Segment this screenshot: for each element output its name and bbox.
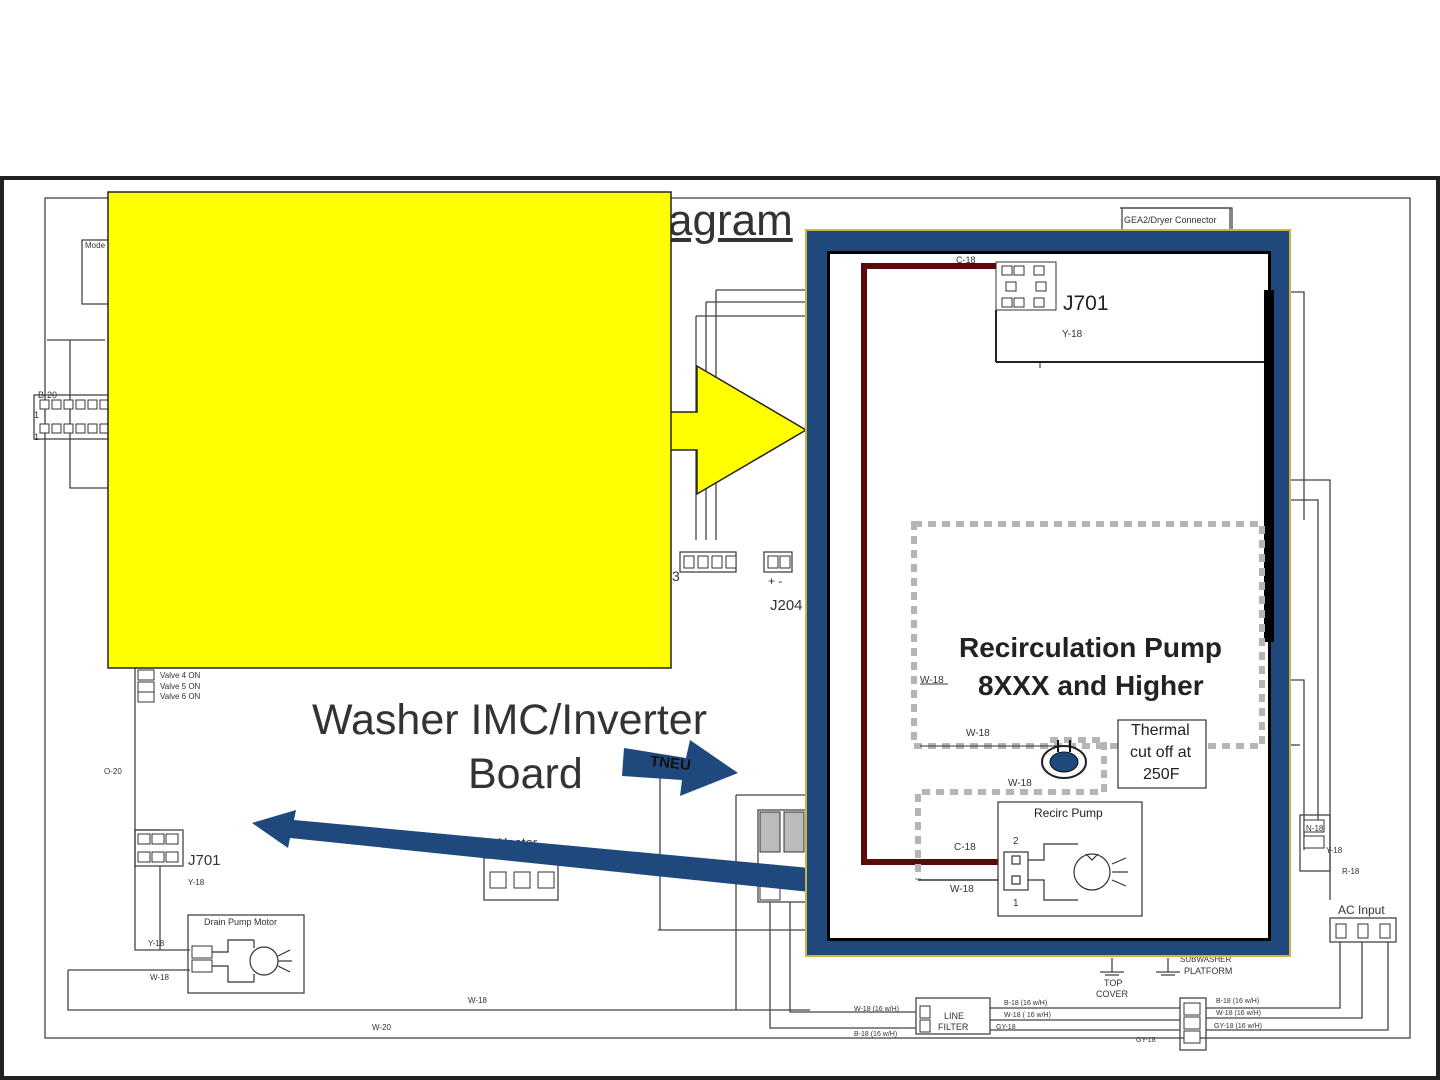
zoom-wire-label-w18-bottom: W-18 bbox=[950, 884, 974, 895]
wire-label-w18wh-left: W-18 (16 w/H) bbox=[854, 1006, 899, 1013]
j701-connector-block bbox=[995, 261, 1057, 311]
c18-wire-maroon bbox=[861, 263, 1004, 865]
wire-label-b18wh-left: B-18 (16 w/H) bbox=[854, 1031, 898, 1038]
j3-partial: 3 bbox=[672, 568, 680, 584]
zoom-wire-label-w18-c: W-18 bbox=[1008, 778, 1032, 789]
drain-pump-motor-label: Drain Pump Motor bbox=[204, 917, 278, 927]
thermal-label-line3: 250F bbox=[1143, 766, 1180, 783]
tneu-arrow bbox=[622, 740, 738, 796]
thermal-label-line1: Thermal bbox=[1131, 722, 1190, 739]
line-filter-label-2: FILTER bbox=[938, 1022, 969, 1032]
wire-label-r18: R-18 bbox=[1342, 867, 1360, 876]
valve-6-label: Valve 6 ON bbox=[160, 692, 201, 701]
zoom-wire-label-c18-top: C-18 bbox=[956, 255, 976, 265]
wire-label-y18-small: Y-18 bbox=[188, 878, 205, 887]
pin-1-label: 1 bbox=[34, 410, 40, 420]
wire-label-y18-drain: Y-18 bbox=[148, 939, 165, 948]
wire-label-w18-drain: W-18 bbox=[150, 973, 169, 982]
wire-label-w18wh-right: W-18 (16 w/H) bbox=[1216, 1010, 1261, 1017]
thermal-label-line2: cut off at bbox=[1130, 744, 1192, 761]
pump-dotted-region bbox=[911, 521, 1265, 749]
wire-label-b20: B-20 bbox=[38, 390, 58, 400]
thermal-dotted-region bbox=[915, 737, 1107, 880]
recirc-pump-symbol bbox=[1003, 843, 1128, 901]
wire-label-w20-bottom: W-20 bbox=[372, 1023, 391, 1032]
zoom-j701-label: J701 bbox=[1063, 292, 1109, 315]
wire-label-b18wh-right: B-18 (16 w/H) bbox=[1216, 998, 1260, 1005]
recirc-pin-2: 2 bbox=[1013, 836, 1019, 847]
recirc-pump-title-line2: 8XXX and Higher bbox=[978, 670, 1204, 701]
valve-5-label: Valve 5 ON bbox=[160, 682, 201, 691]
wire-label-gy18-bottom: GY-18 bbox=[1136, 1037, 1156, 1044]
recirc-pump-title-line1: Recirculation Pump bbox=[959, 632, 1222, 663]
pin-1b-label: 1 bbox=[34, 432, 40, 442]
yellow-callout-arrow bbox=[667, 364, 808, 496]
gea2-connector-label: GEA2/Dryer Connector bbox=[1124, 215, 1217, 225]
yellow-callout-box bbox=[107, 191, 672, 669]
recirc-pump-zoom-panel bbox=[805, 229, 1291, 957]
zoom-wire-label-c18-bottom: C-18 bbox=[954, 842, 976, 853]
board-title-line1: Washer IMC/Inverter bbox=[312, 696, 708, 744]
subwasher-label-1: SUBWASHER bbox=[1180, 955, 1232, 964]
wire-label-w18wh-mid: W-18 ( 16 w/H) bbox=[1004, 1012, 1051, 1019]
j701-small-label: J701 bbox=[188, 852, 221, 869]
wire-label-w18-bottom: W-18 bbox=[468, 996, 487, 1005]
long-navy-arrow bbox=[252, 810, 810, 892]
j204-plus-minus: + - bbox=[768, 574, 783, 588]
board-title-line2: Board bbox=[468, 750, 583, 798]
zoom-wire-label-w18-b: W-18 bbox=[966, 728, 990, 739]
j204-label: J204 bbox=[770, 597, 803, 614]
recirc-pin-1: 1 bbox=[1013, 898, 1019, 909]
top-cover-label-2: COVER bbox=[1096, 989, 1129, 999]
inverter-connector-block bbox=[759, 811, 805, 901]
wire-label-n18: N-18 bbox=[1306, 824, 1324, 833]
thermal-box bbox=[1117, 719, 1207, 789]
wire-label-gy18-mid: GY-18 bbox=[996, 1024, 1016, 1031]
thermal-cutoff-symbol bbox=[1041, 740, 1087, 779]
line-filter-label-1: LINE bbox=[944, 1011, 965, 1021]
wire-label-o20: O-20 bbox=[104, 767, 122, 776]
zoom-wire-label-y18: Y-18 bbox=[1062, 329, 1083, 340]
wire-label-b18wh-mid: B-18 (16 w/H) bbox=[1004, 1000, 1048, 1007]
ac-input-label: AC Input bbox=[1338, 903, 1385, 917]
model-label-partial: Mode bbox=[85, 241, 106, 250]
zoom-wire-label-w18-a: W-18 bbox=[920, 675, 944, 686]
subwasher-label-2: PLATFORM bbox=[1184, 966, 1233, 976]
wire-label-gy18wh-right: GY-18 (16 w/H) bbox=[1214, 1023, 1262, 1030]
valve-4-label: Valve 4 ON bbox=[160, 671, 201, 680]
diagram-title-partial: agram bbox=[668, 196, 793, 245]
drain-pump-symbol bbox=[212, 939, 292, 983]
recirc-pump-label: Recirc Pump bbox=[1034, 806, 1103, 820]
top-cover-label-1: TOP bbox=[1104, 978, 1123, 988]
wire-label-y18-right: Y-18 bbox=[1326, 846, 1343, 855]
